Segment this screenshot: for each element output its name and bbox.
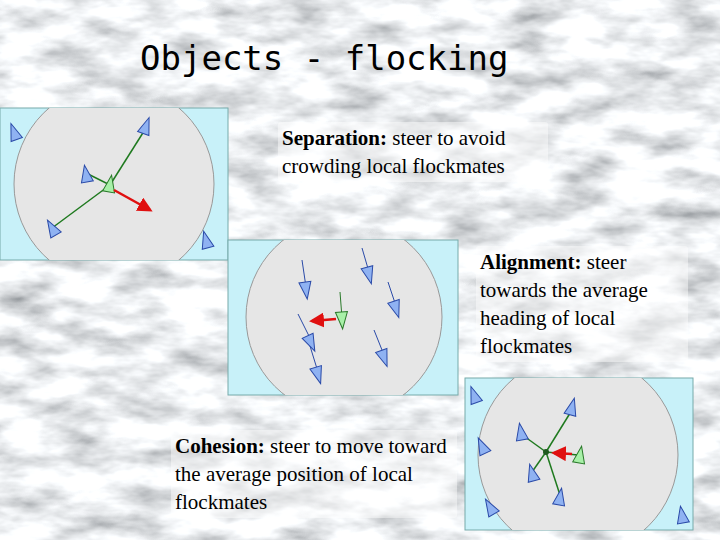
neighbour-lines [52,128,146,228]
rule-description: Separation: steer to avoid crowding loca… [278,122,548,182]
neighbour-lines [521,410,578,495]
centre-of-mass [543,449,549,455]
rule-description: Alignment: steer towards the average hea… [476,246,688,362]
boids [5,115,214,249]
alignment-panel [228,219,458,415]
neighbourhood-circle [478,378,678,530]
focus-boid [573,445,588,464]
steer-arrow [554,453,572,454]
neighbourhood-circle [14,108,214,260]
boids [299,266,405,386]
boids [465,384,689,523]
cohesion-panel [465,355,693,540]
separation-panel [0,84,228,284]
focus-boid [335,312,348,330]
rule-description: Cohesion: steer to move toward the avera… [171,430,457,518]
heading-tails [298,248,396,372]
neighbourhood-circle [246,240,442,395]
slide-title: Objects - flocking [140,38,508,79]
steer-arrow [114,190,150,210]
steer-arrow [312,319,336,321]
